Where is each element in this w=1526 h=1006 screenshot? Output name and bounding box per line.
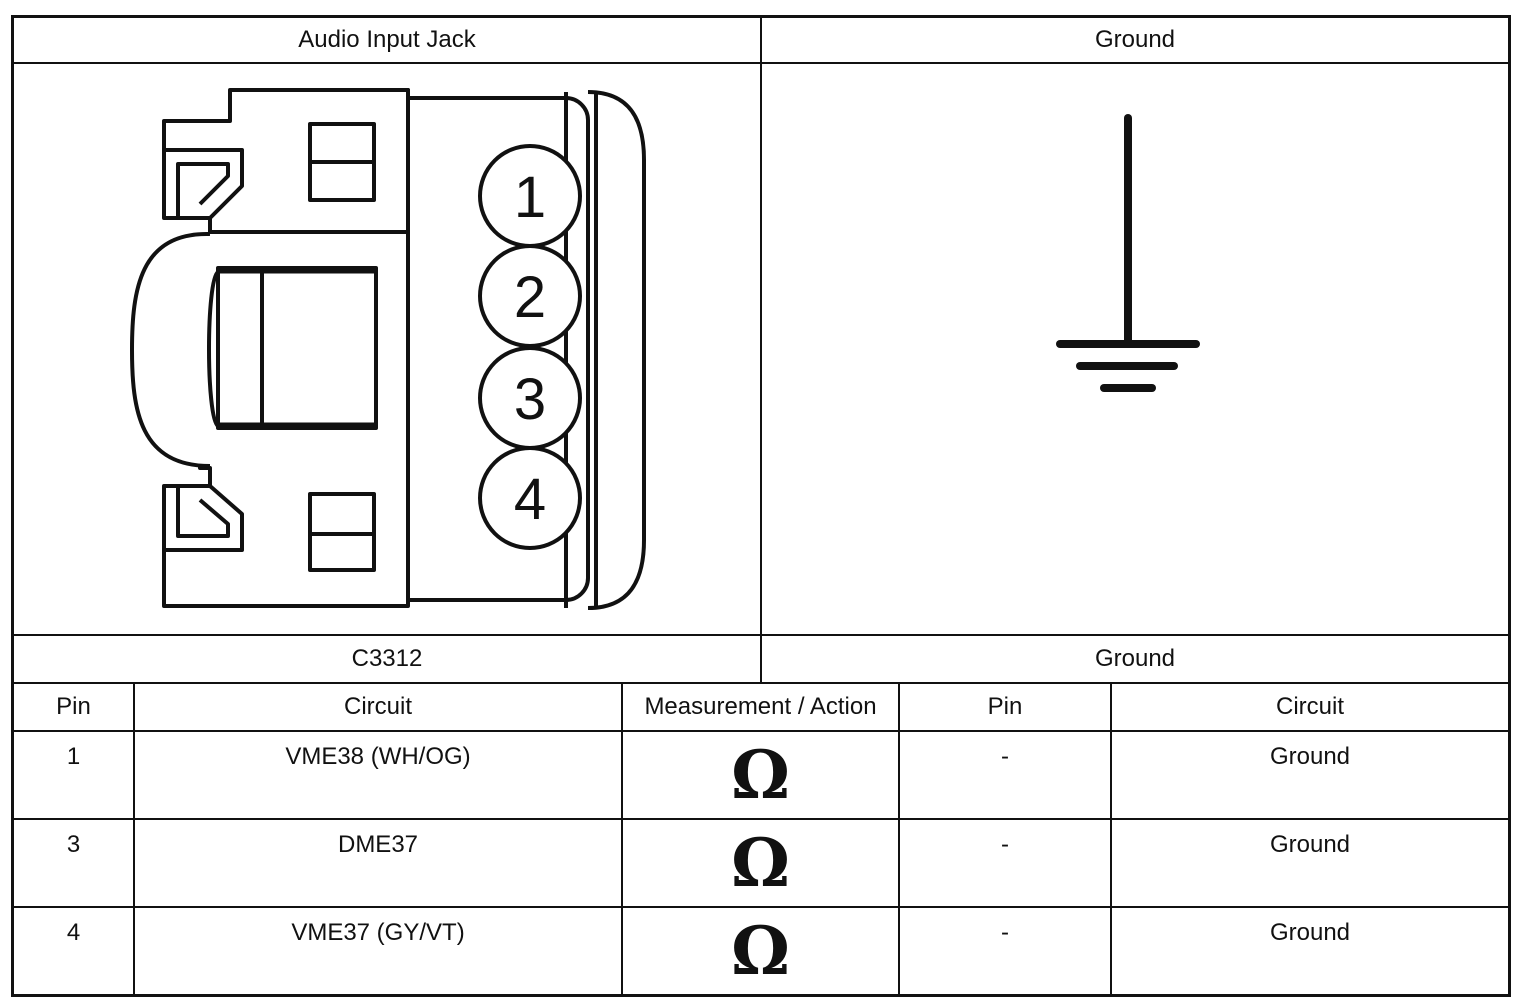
col-header-circuit: Circuit — [343, 693, 412, 720]
row-2-pin-2: - — [1001, 831, 1009, 858]
row-1-pin-2: - — [1001, 743, 1009, 770]
rule-col-1 — [133, 682, 135, 997]
pin-4-circle — [478, 446, 582, 550]
pin-3-label: 3 — [514, 367, 546, 432]
pin-1-label: 1 — [514, 165, 546, 230]
row-1-pin: 1 — [66, 743, 81, 770]
row-3-circuit: VME37 (GY/VT) — [291, 919, 465, 946]
row-2-circuit-2: Ground — [1269, 831, 1351, 858]
pin-2-label: 2 — [514, 265, 546, 330]
row-2-circuit: DME37 — [337, 831, 419, 858]
rule-row-2 — [11, 906, 1511, 908]
row-2-ohm-icon: Ω — [731, 824, 790, 902]
left-header-title: Audio Input Jack — [298, 26, 476, 53]
ground-symbol-icon — [1056, 114, 1200, 392]
right-connector-id: Ground — [1094, 645, 1176, 672]
pin-housing — [408, 96, 590, 602]
row-3-ohm-icon: Ω — [731, 912, 790, 990]
connector-latch — [130, 231, 211, 468]
connector-diagram: 1 2 3 4 — [130, 88, 646, 610]
col-header-circuit-2: Circuit — [1275, 693, 1344, 720]
latch-window — [216, 266, 378, 430]
row-3-pin: 4 — [66, 919, 81, 946]
row-1-circuit: VME38 (WH/OG) — [285, 743, 471, 770]
row-1-circuit-2: Ground — [1269, 743, 1351, 770]
col-header-pin: Pin — [56, 693, 91, 720]
rule-col-3 — [898, 682, 900, 997]
row-3-circuit-2: Ground — [1269, 919, 1351, 946]
col-header-pin-2: Pin — [987, 693, 1023, 720]
row-1-ohm-icon: Ω — [731, 736, 790, 814]
pin-4-label: 4 — [514, 467, 546, 532]
right-header-title: Ground — [1094, 26, 1176, 53]
col-header-measurement: Measurement / Action — [644, 693, 877, 720]
rule-col-4 — [1110, 682, 1112, 997]
row-2-pin: 3 — [66, 831, 81, 858]
left-connector-id: C3312 — [351, 645, 423, 672]
connector-outer-shell — [162, 88, 410, 608]
rule-col-2 — [621, 682, 623, 997]
rule-row-1 — [11, 818, 1511, 820]
row-3-pin-2: - — [1001, 919, 1009, 946]
rule-top-center — [760, 15, 762, 684]
rule-table-header — [11, 730, 1511, 732]
